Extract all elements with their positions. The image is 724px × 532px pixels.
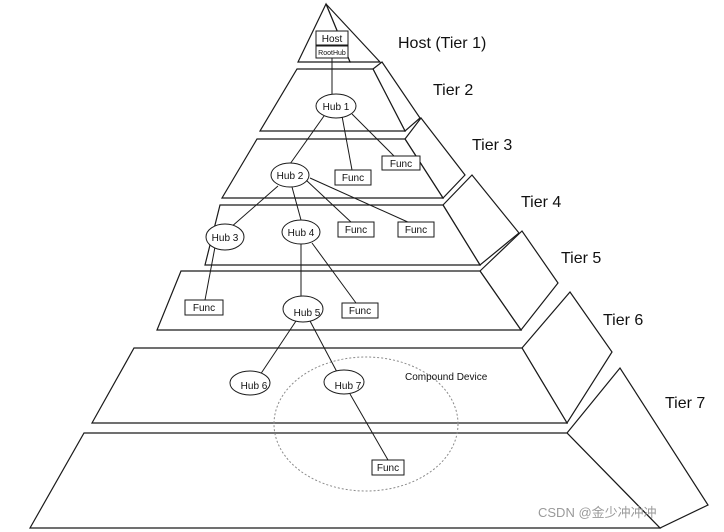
link-hub3-func-e <box>204 246 216 301</box>
hub-1-label: Hub 1 <box>323 102 350 113</box>
tier-2-label: Tier 2 <box>433 82 473 99</box>
func-label: Func <box>342 173 364 184</box>
tier-1-label: Host (Tier 1) <box>398 35 486 52</box>
func-node: Func <box>397 221 435 238</box>
link-hub5-hub6 <box>259 320 297 376</box>
host-label: Host <box>322 34 343 45</box>
func-label: Func <box>349 306 371 317</box>
func-label: Func <box>377 463 399 474</box>
host-box <box>315 30 349 46</box>
hub-3-node: Hub 3 <box>205 223 245 251</box>
link-hub4-func-f <box>311 242 357 304</box>
tier-5-label: Tier 5 <box>561 250 601 267</box>
link-hub1-hub2 <box>289 115 325 165</box>
func-label: Func <box>390 159 412 170</box>
compound-device-outline <box>273 356 459 492</box>
func-node: Func <box>381 155 421 171</box>
host-node: Host RootHub <box>315 30 349 59</box>
link-hub2-func-c <box>305 179 353 224</box>
watermark-text: CSDN @金少冲冲冲 <box>538 505 657 520</box>
link-hub1-func-a <box>341 115 353 171</box>
link-hub2-hub4 <box>291 186 302 221</box>
hub-6-label: Hub 6 <box>241 381 268 392</box>
hub-7-node: Hub 7 <box>323 369 365 395</box>
tier-6-label: Tier 6 <box>603 312 643 329</box>
roothub-label: RootHub <box>318 50 346 57</box>
func-node: Func <box>337 221 375 238</box>
tier-7-label: Tier 7 <box>665 395 705 412</box>
tier-3-label: Tier 3 <box>472 137 512 154</box>
func-label: Func <box>193 303 215 314</box>
link-hub5-hub7 <box>309 320 338 373</box>
func-node: Func <box>341 302 379 319</box>
link-hub7-func-g <box>349 393 389 461</box>
hub-4-label: Hub 4 <box>288 228 315 239</box>
hub-2-node: Hub 2 <box>270 162 310 188</box>
hub-7-label: Hub 7 <box>335 381 362 392</box>
func-label: Func <box>405 225 427 236</box>
tier-5-slab <box>156 230 559 332</box>
hub-2-label: Hub 2 <box>277 171 304 182</box>
link-hub2-hub3 <box>229 185 279 229</box>
func-node: Func <box>371 459 405 476</box>
func-node: Func <box>184 299 224 316</box>
tier-4-label: Tier 4 <box>521 194 561 211</box>
connection-lines <box>204 58 411 461</box>
hub-3-label: Hub 3 <box>212 233 239 244</box>
compound-device-label: Compound Device <box>405 372 488 383</box>
tier-7-slab <box>28 366 709 529</box>
hub-1-node: Hub 1 <box>315 93 357 119</box>
func-node: Func <box>334 169 372 186</box>
hub-5-label: Hub 5 <box>294 308 321 319</box>
roothub-box <box>315 45 349 59</box>
link-hub2-func-d <box>309 177 411 224</box>
func-label: Func <box>345 225 367 236</box>
link-hub1-func-b <box>351 113 395 157</box>
hub-6-node: Hub 6 <box>229 370 271 396</box>
hub-4-node: Hub 4 <box>281 219 321 245</box>
hub-5-node: Hub 5 <box>282 295 324 323</box>
